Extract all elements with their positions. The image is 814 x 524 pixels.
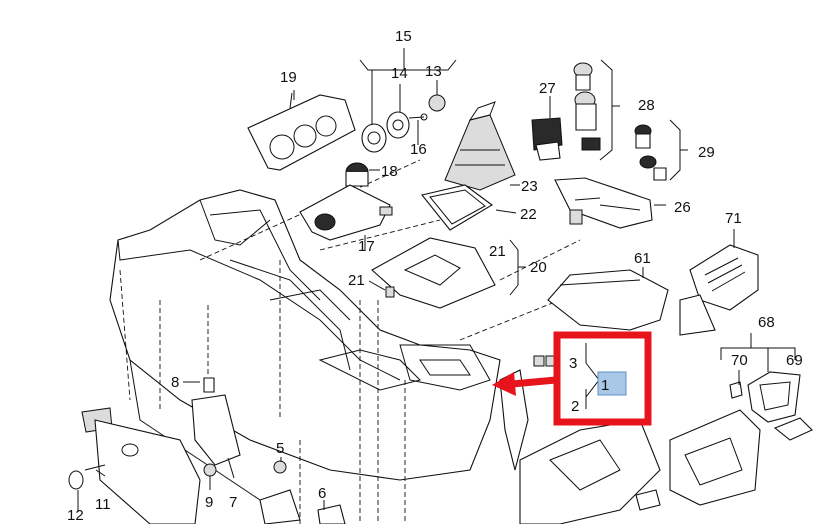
switch-parts xyxy=(531,62,667,229)
callout-19: 19 xyxy=(280,69,297,86)
callout-69: 69 xyxy=(786,352,803,369)
leader-lines xyxy=(77,48,796,512)
callout-12: 12 xyxy=(67,507,84,524)
callout-8: 8 xyxy=(171,374,179,391)
part-19-trim-panel xyxy=(247,92,356,171)
callout-61: 61 xyxy=(634,250,651,267)
callout-22: 22 xyxy=(520,206,537,223)
callout-71: 71 xyxy=(725,210,742,227)
part-22-frame xyxy=(421,184,493,231)
callout-28: 28 xyxy=(638,97,655,114)
lower-fragment-parts xyxy=(499,355,661,524)
callout-14: 14 xyxy=(391,65,408,82)
callout-3: 3 xyxy=(569,355,577,372)
part-23-gear-boot xyxy=(444,101,516,191)
callout-9: 9 xyxy=(205,494,213,511)
part-71-vent xyxy=(679,244,759,336)
pointer-arrow xyxy=(492,372,557,396)
left-lower-parts xyxy=(68,377,346,524)
callout-5: 5 xyxy=(276,440,284,457)
callout-11: 11 xyxy=(95,496,111,513)
callout-18: 18 xyxy=(381,163,398,180)
callout-15: 15 xyxy=(395,28,412,45)
knob-parts xyxy=(361,94,446,153)
part-17-gear-trim xyxy=(299,184,393,241)
callout-7: 7 xyxy=(229,494,237,511)
callout-6: 6 xyxy=(318,485,326,502)
callout-27: 27 xyxy=(539,80,556,97)
callout-2: 2 xyxy=(571,398,579,415)
part-18-knob xyxy=(345,162,369,187)
callout-29: 29 xyxy=(698,144,715,161)
callout-13: 13 xyxy=(425,63,442,80)
callout-23: 23 xyxy=(521,178,538,195)
part-61-armrest-lid xyxy=(547,269,669,331)
callout-68: 68 xyxy=(758,314,775,331)
callout-labels: 15 19 14 13 16 18 17 27 28 29 23 22 26 2… xyxy=(67,28,803,524)
callout-21a: 21 xyxy=(489,243,506,260)
part-20-cover xyxy=(371,237,496,309)
assembly-lines xyxy=(199,159,581,524)
callout-70: 70 xyxy=(731,352,748,369)
callout-26: 26 xyxy=(674,199,691,216)
callout-17: 17 xyxy=(358,238,375,255)
callout-1: 1 xyxy=(601,377,609,394)
highlight-frame[interactable] xyxy=(553,331,652,426)
rear-tray-parts xyxy=(669,371,813,506)
callout-20: 20 xyxy=(530,259,547,276)
selected-part-1-box[interactable] xyxy=(597,371,627,396)
callout-16: 16 xyxy=(410,141,427,158)
callout-21b: 21 xyxy=(348,272,365,289)
